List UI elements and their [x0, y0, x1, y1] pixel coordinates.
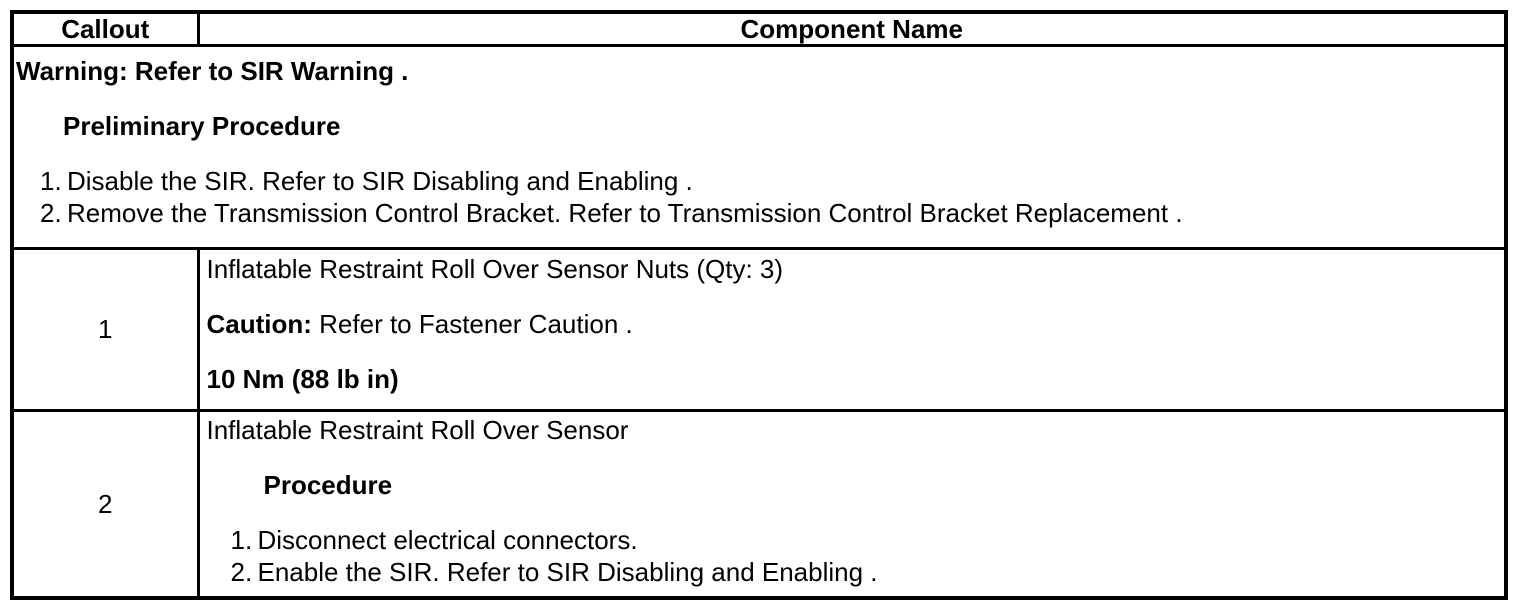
step-number: 1.	[230, 525, 253, 555]
component-name: Inflatable Restraint Roll Over Sensor	[206, 415, 629, 445]
component-name: Inflatable Restraint Roll Over Sensor Nu…	[206, 254, 784, 284]
caution-label: Caution:	[206, 309, 312, 339]
step-text: Disconnect electrical connectors.	[257, 525, 638, 555]
callout-number: 1	[10, 247, 200, 412]
step-number: 2.	[230, 557, 253, 587]
procedure-step: 2. Enable the SIR. Refer to SIR Disablin…	[207, 556, 1495, 588]
table-row: 1 Inflatable Restraint Roll Over Sensor …	[10, 247, 1508, 412]
step-number: 2.	[40, 198, 62, 228]
preliminary-step-list: 1. Disable the SIR. Refer to SIR Disabli…	[16, 165, 1494, 229]
step-number: 1.	[40, 166, 62, 196]
procedure-step-list: 1. Disconnect electrical connectors. 2. …	[207, 524, 1495, 588]
procedure-heading: Procedure	[263, 470, 393, 500]
preliminary-step: 1. Disable the SIR. Refer to SIR Disabli…	[16, 165, 1494, 197]
table-row: 2 Inflatable Restraint Roll Over Sensor …	[10, 409, 1508, 600]
step-text: Remove the Transmission Control Bracket.…	[67, 198, 1183, 228]
component-cell: Inflatable Restraint Roll Over Sensor Nu…	[196, 247, 1508, 412]
step-text: Disable the SIR. Refer to SIR Disabling …	[67, 166, 693, 196]
warning-row: Warning: Refer to SIR Warning . Prelimin…	[10, 44, 1508, 250]
callout-table: Callout Component Name Warning: Refer to…	[10, 10, 1508, 600]
step-text: Enable the SIR. Refer to SIR Disabling a…	[257, 557, 878, 587]
procedure-step: 1. Disconnect electrical connectors.	[207, 524, 1495, 556]
callout-number: 2	[10, 409, 200, 600]
callout-table-container: Callout Component Name Warning: Refer to…	[10, 10, 1508, 600]
component-cell: Inflatable Restraint Roll Over Sensor Pr…	[196, 409, 1508, 600]
component-name-column-header: Component Name	[196, 10, 1508, 47]
torque-spec: 10 Nm (88 lb in)	[206, 364, 399, 394]
sir-warning-note: Warning: Refer to SIR Warning .	[16, 56, 409, 86]
fastener-caution-note: Caution: Refer to Fastener Caution .	[207, 308, 1495, 340]
warning-cell: Warning: Refer to SIR Warning . Prelimin…	[10, 44, 1508, 250]
callout-column-header: Callout	[10, 10, 200, 47]
caution-text: Refer to Fastener Caution .	[311, 309, 633, 339]
preliminary-procedure-heading: Preliminary Procedure	[63, 111, 341, 141]
preliminary-step: 2. Remove the Transmission Control Brack…	[16, 197, 1494, 229]
table-header-row: Callout Component Name	[10, 10, 1508, 47]
